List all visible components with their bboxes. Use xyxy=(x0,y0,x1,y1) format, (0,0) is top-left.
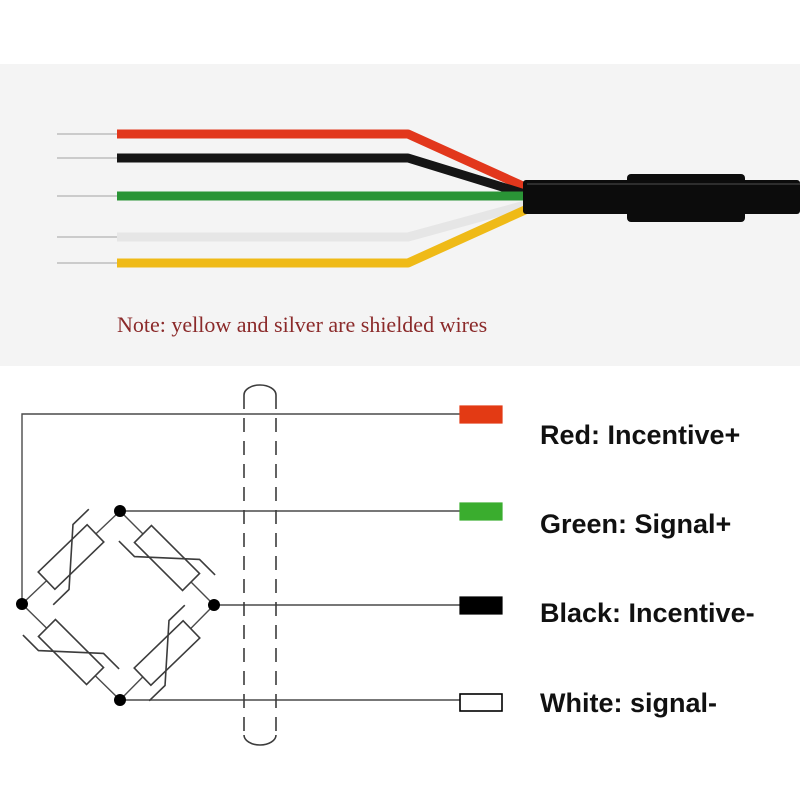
red-terminal-icon xyxy=(459,405,503,424)
red-wire xyxy=(117,129,527,192)
white-terminal-icon xyxy=(459,693,503,712)
incentive-plus-line xyxy=(21,413,460,604)
bridge-resistors xyxy=(22,508,216,702)
yellow-wire xyxy=(117,205,527,268)
node-top xyxy=(114,505,126,517)
shield-top-cap xyxy=(243,384,277,396)
cable-sleeve xyxy=(627,174,745,222)
node-right xyxy=(208,599,220,611)
resistor-4 xyxy=(133,604,201,702)
bare-leads xyxy=(57,133,117,264)
resistor-2 xyxy=(118,524,216,592)
node-left xyxy=(16,598,28,610)
silver-wire xyxy=(117,200,527,242)
wiring-diagram-panel xyxy=(0,366,800,800)
shielded-wires-note: Note: yellow and silver are shielded wir… xyxy=(117,312,488,337)
black-wire xyxy=(117,153,527,199)
legend-label-green: Green: Signal+ xyxy=(540,509,732,539)
cable-shield xyxy=(243,384,277,746)
resistor-1 xyxy=(37,508,105,606)
resistor-3 xyxy=(22,618,120,686)
cable-illustration xyxy=(57,129,800,268)
green-terminal-icon xyxy=(459,502,503,521)
legend-label-white: White: signal- xyxy=(540,688,717,718)
black-terminal-icon xyxy=(459,596,503,615)
bridge-nodes xyxy=(16,505,220,706)
legend-label-red: Red: Incentive+ xyxy=(540,420,741,450)
node-bottom xyxy=(114,694,126,706)
legend-label-black: Black: Incentive- xyxy=(540,598,755,628)
shield-bottom-cap xyxy=(243,734,277,746)
